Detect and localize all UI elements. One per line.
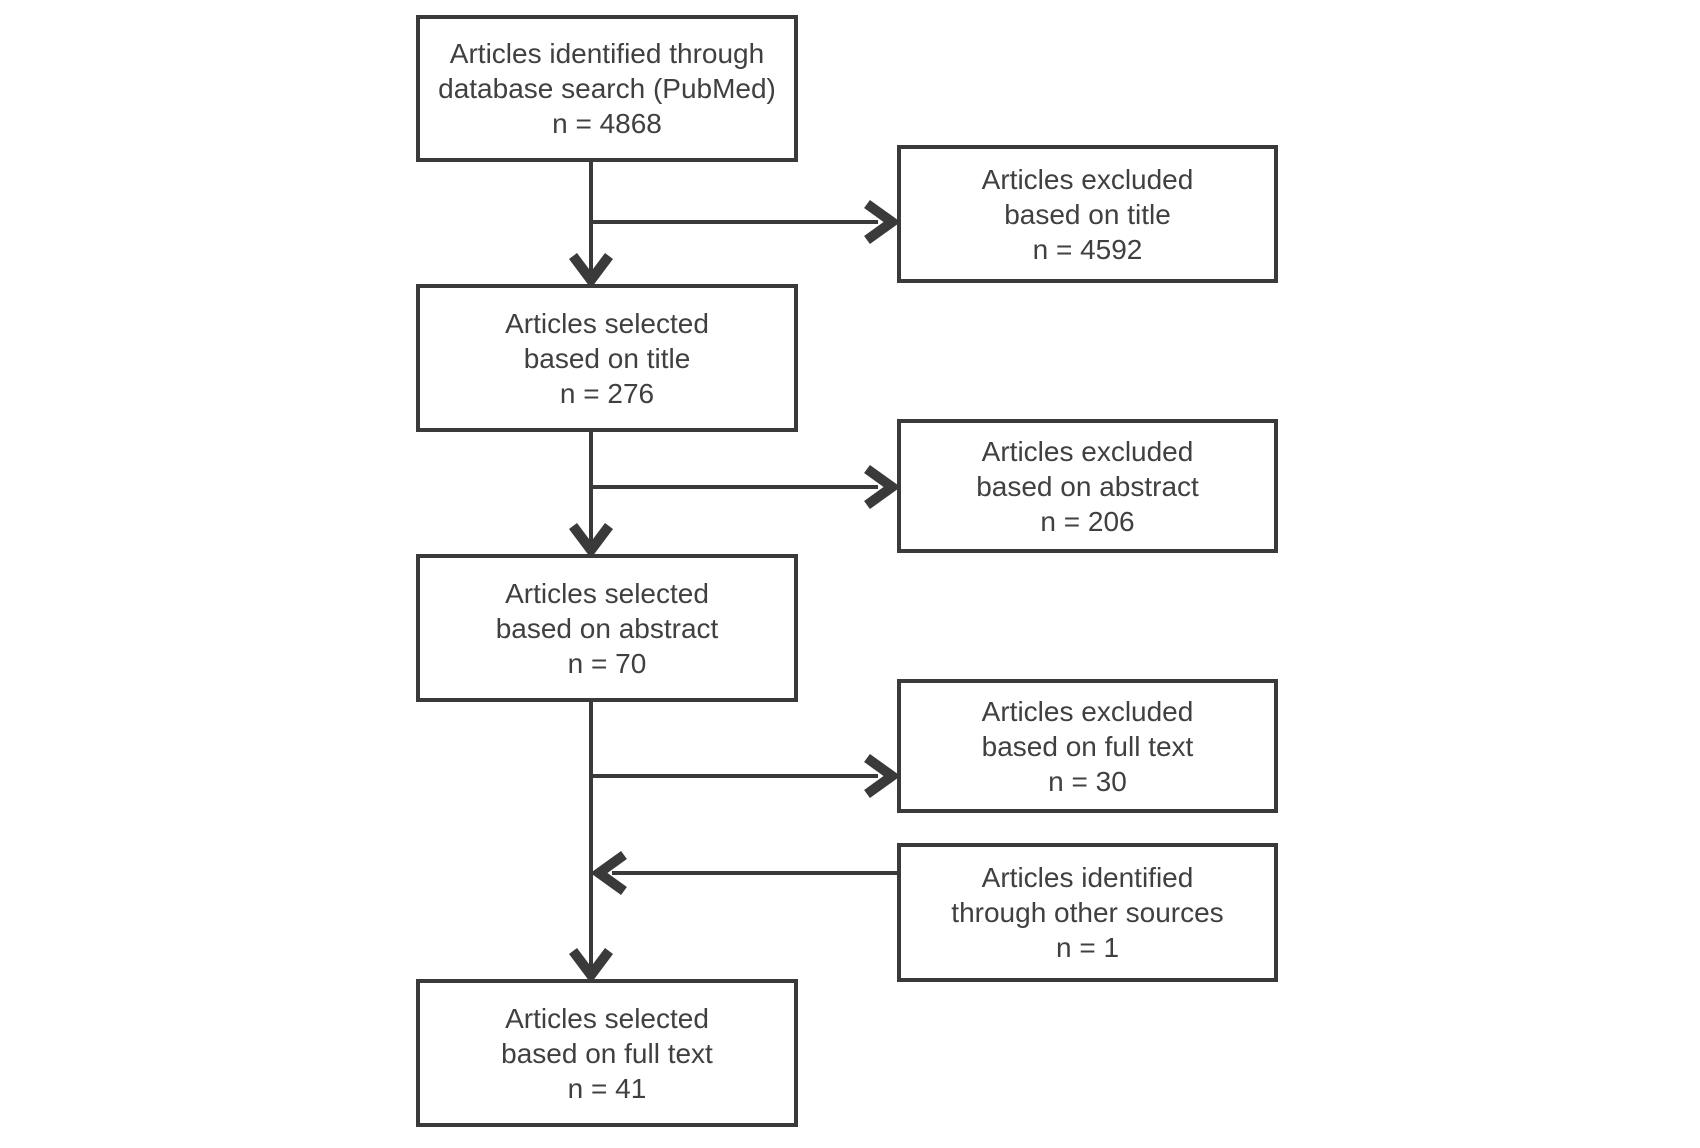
node-excluded-abstract: Articles excluded based on abstract n = … bbox=[897, 419, 1278, 553]
node-selected-full-text: Articles selected based on full text n =… bbox=[416, 979, 798, 1127]
node-count: n = 41 bbox=[567, 1072, 647, 1104]
arrow-selected-abstract-to-selected-fulltext bbox=[569, 702, 613, 984]
node-label-line: Articles identified bbox=[981, 862, 1194, 893]
node-label-line: based on full text bbox=[981, 730, 1194, 762]
node-count: n = 4592 bbox=[1032, 233, 1143, 265]
node-label-line: Articles excluded bbox=[981, 163, 1194, 195]
node-selected-title: Articles selected based on title n = 276 bbox=[416, 284, 798, 432]
arrow-selected-title-to-selected-abstract bbox=[569, 432, 613, 559]
node-excluded-full-text: Articles excluded based on full text n =… bbox=[897, 679, 1278, 813]
arrow-branch-to-excluded-abstract bbox=[589, 464, 901, 510]
arrow-branch-to-excluded-title bbox=[589, 199, 901, 245]
node-label-line: based on title bbox=[523, 342, 691, 374]
arrow-branch-to-excluded-fulltext bbox=[589, 753, 901, 799]
node-label-line: based on abstract bbox=[976, 470, 1199, 502]
node-label-line: Articles excluded bbox=[981, 435, 1194, 467]
node-label-line: based on abstract bbox=[495, 612, 719, 644]
node-other-sources: Articles identified through other source… bbox=[897, 843, 1278, 982]
node-label-line: based on title bbox=[1004, 198, 1171, 230]
node-excluded-title: Articles excluded based on title n = 459… bbox=[897, 145, 1278, 283]
arrow-identified-to-selected-title bbox=[569, 162, 613, 289]
node-count: n = 70 bbox=[567, 647, 647, 679]
node-label-line: based on full text bbox=[501, 1037, 713, 1069]
node-label-line: Articles excluded bbox=[981, 695, 1194, 727]
node-selected-abstract: Articles selected based on abstract n = … bbox=[416, 554, 798, 702]
node-count: n = 30 bbox=[1048, 765, 1127, 797]
node-label-line: Articles selected bbox=[505, 1002, 709, 1034]
node-label-line: database search (PubMed) bbox=[438, 73, 776, 104]
node-count: n = 206 bbox=[1040, 505, 1135, 537]
node-identified-database: Articles identified through database sea… bbox=[416, 15, 798, 162]
node-label-line: Articles selected bbox=[505, 307, 709, 339]
node-label-line: through other sources bbox=[951, 897, 1224, 928]
node-count: n = 276 bbox=[559, 377, 655, 409]
arrow-other-sources-to-main-flow bbox=[590, 850, 897, 896]
node-label-line: Articles identified through bbox=[449, 38, 765, 69]
node-count: n = 1 bbox=[1055, 932, 1120, 963]
node-label-line: Articles selected bbox=[505, 577, 709, 609]
node-count: n = 4868 bbox=[552, 108, 662, 139]
